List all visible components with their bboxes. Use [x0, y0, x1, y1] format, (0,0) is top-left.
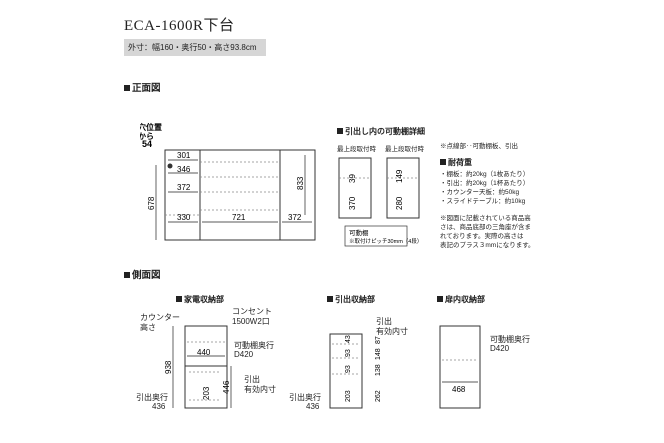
dim-678: 678 [147, 196, 156, 210]
drawer-section-heading: 引出収納部 [327, 294, 375, 305]
drawer-detail-label-right: 最上段取付時 [385, 146, 424, 153]
dim-301: 301 [177, 151, 191, 160]
note-line-2: さは、商品底部の三角座が含ま [440, 224, 531, 231]
counter-label-1: カウンター [140, 313, 180, 322]
cord-hole-value: 54 [142, 139, 152, 149]
drawer-side-drawing: 43 93 93 203 87 148 138 262 [329, 333, 382, 409]
square-bullet-icon [124, 272, 130, 278]
appliance-side-drawing: 938 440 446 203 [165, 325, 232, 409]
drawer-upper-4: 203 [345, 390, 352, 402]
side-view-heading: 側面図 [124, 267, 161, 281]
drawer-right-2: 148 [375, 348, 382, 360]
cabinet-shelf-depth-1: 可動棚奥行 [490, 335, 530, 344]
appliance-shelf-depth-1: 可動棚奥行 [234, 341, 274, 350]
drawer-upper-3: 93 [345, 365, 352, 373]
drawer-right-3: 138 [375, 364, 382, 376]
dim-330: 330 [177, 213, 191, 222]
appliance-shelf-depth-2: D420 [234, 350, 254, 359]
appliance-heading: 家電収納部 [176, 294, 224, 305]
counter-label-2: 高さ [140, 323, 156, 332]
note-line-1: ※図面に記載されている商品高 [440, 215, 531, 222]
drawer-detail-label-left: 最上段取付時 [337, 146, 376, 153]
dim-721: 721 [232, 213, 246, 222]
appliance-drawer-depth-1: 引出奥行 [136, 393, 168, 402]
detail-v4: 149 [395, 169, 404, 183]
load-item-2: ・引出：約20kg（1杯あたり） [440, 180, 530, 187]
detail-v1: 370 [348, 196, 357, 210]
cord-hole-label-2: 外側から [140, 131, 154, 141]
dim-446: 446 [222, 380, 231, 394]
drawer-detail-drawing: 370 39 280 149 可動棚 ※取付けピッチ30mm（4段） [338, 157, 422, 247]
drawer-upper-2: 93 [345, 349, 352, 357]
drawer-section-depth-1: 引出奥行 [289, 393, 321, 402]
front-view-drawing: コード穴位置 外側から 54 301 346 372 330 721 372 6… [140, 122, 316, 241]
load-item-1: ・棚板：約20kg（1枚あたり） [440, 171, 530, 178]
front-view-heading: 正面図 [124, 80, 161, 94]
dim-203: 203 [202, 386, 211, 400]
appliance-drawer-label-2: 有効内寸 [244, 385, 276, 394]
drawer-section-label-1: 引出 [376, 317, 392, 326]
outlet-label-1: コンセント [232, 307, 272, 316]
dim-372b: 372 [288, 213, 302, 222]
dim-440: 440 [197, 348, 211, 357]
drawer-section-label-2: 有効内寸 [376, 327, 408, 336]
page-title: ECA-1600R下台 [124, 18, 235, 34]
spec-bar: 外寸：幅160・奥行50・高さ93.8cm [124, 39, 266, 56]
detail-v3: 280 [395, 196, 404, 210]
dim-833: 833 [296, 176, 305, 190]
cabinet-side-drawing: 468 [439, 325, 481, 409]
drawer-right-4: 262 [375, 390, 382, 402]
drawer-detail-heading: 引出し内の可動棚詳細 [337, 126, 425, 137]
shelf-caption-1: 可動棚 [349, 228, 369, 237]
dim-346: 346 [177, 165, 191, 174]
cabinet-heading: 扉内収納部 [437, 294, 485, 305]
note-line-3: れております。実際の高さは [440, 233, 524, 240]
square-bullet-icon [124, 85, 130, 91]
drawer-upper-1: 43 [345, 335, 352, 343]
outlet-label-2: 1500W2口 [232, 317, 270, 326]
appliance-drawer-depth-2: 436 [152, 402, 166, 411]
shelf-caption-2: ※取付けピッチ30mm（4段） [349, 237, 422, 245]
load-item-3: ・カウンター天板：約50kg [440, 189, 520, 196]
load-item-4: ・スライドテーブル：約10kg [440, 198, 526, 205]
legend-text: ※点線部‥可動棚板、引出 [440, 143, 518, 150]
dim-938: 938 [165, 360, 173, 374]
cord-hole-label-1: コード穴位置 [140, 122, 162, 132]
load-heading: 耐荷重 [440, 157, 472, 168]
cord-hole-icon [167, 163, 173, 169]
dim-372: 372 [177, 183, 191, 192]
dim-468: 468 [452, 385, 466, 394]
detail-v2: 39 [348, 174, 357, 183]
drawer-section-depth-2: 436 [306, 402, 320, 411]
cabinet-shelf-depth-2: D420 [490, 344, 510, 353]
note-line-4: 表記のプラス３mmになります。 [440, 242, 535, 249]
appliance-drawer-label-1: 引出 [244, 375, 260, 384]
drawer-right-1: 87 [375, 336, 382, 344]
